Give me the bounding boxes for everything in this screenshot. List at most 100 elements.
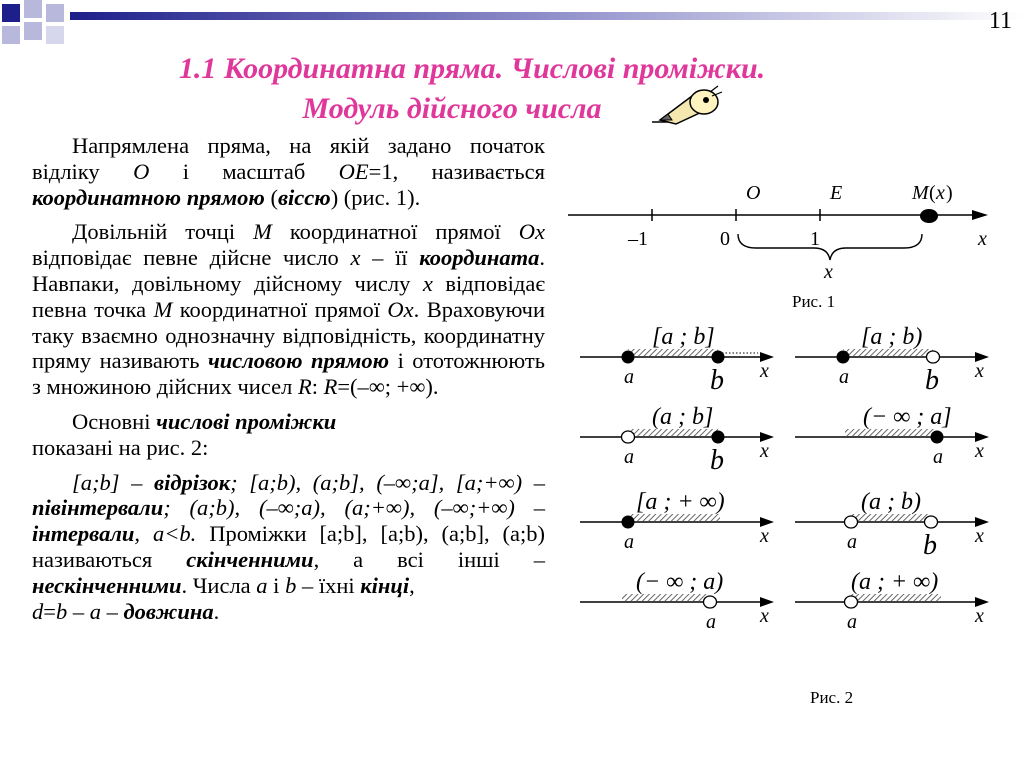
interval-1-label-b: b [710, 365, 724, 396]
text: . Навпаки, довільному дійсному числу [32, 245, 545, 296]
interval-3-hatch [628, 429, 718, 436]
text: ; [a;b), (a;b], (–∞;a], [a;+∞) – [230, 469, 545, 495]
interval-6-point-b-open [923, 515, 939, 529]
interval-7-notation: (− ∞ ; a) [636, 569, 723, 595]
text: координатної прямої [172, 296, 388, 322]
text: – [67, 598, 90, 624]
interval-3-point-a-open [620, 430, 636, 444]
interval-7-label-a: a [706, 611, 716, 633]
label-axis-x: x [977, 228, 987, 250]
interval-5-notation: [a ; + ∞) [636, 489, 725, 515]
text: R [323, 374, 338, 400]
label-m-x: x [935, 182, 945, 204]
text: = [43, 598, 56, 624]
interval-4-point-b-filled [930, 430, 944, 444]
interval-1-label-x: x [759, 360, 769, 382]
term: кінці [360, 572, 410, 598]
text: . [213, 598, 220, 624]
label-zero: 0 [720, 228, 730, 250]
pencil-mascot-icon [652, 85, 723, 125]
term: інтервали [32, 521, 135, 547]
interval-8-hatch [851, 594, 941, 601]
text: координатної прямої [271, 219, 519, 245]
text: , а всі інші – [313, 546, 545, 572]
figure-1-caption: Рис. 1 [792, 292, 836, 311]
interval-5-arrow [760, 517, 774, 527]
interval-6-label-x: x [974, 525, 984, 547]
interval-2-notation: [a ; b) [861, 324, 922, 350]
text: =1, називається [368, 158, 545, 184]
interval-7-arrow [760, 597, 774, 607]
text: b [285, 572, 297, 598]
page-title: 1.1 Координатна пряма. Числові проміжки. [178, 52, 766, 85]
interval-2-hatch [843, 349, 933, 356]
figure-2-caption: Рис. 2 [810, 688, 854, 707]
text: =(–∞; +∞). [337, 374, 439, 400]
term: координата [419, 245, 540, 271]
term: числовою прямою [207, 348, 390, 374]
figure-1-coordinate-line: O E M ( x ) –1 0 1 x x [568, 182, 988, 283]
interval-1-point-a-filled [621, 350, 635, 364]
text: Основні [72, 408, 157, 434]
interval-2-arrow [975, 352, 989, 362]
interval-4-label-a: a [933, 446, 943, 468]
label-brace-x: x [823, 261, 833, 283]
text: O [133, 158, 150, 184]
interval-4-hatch [845, 429, 937, 436]
interval-3-arrow [760, 432, 774, 442]
interval-3-label-a: a [624, 446, 634, 468]
interval-1-hatch [628, 349, 718, 356]
axis-arrow [972, 210, 988, 220]
interval-2-label-a: a [839, 366, 849, 388]
interval-7-hatch [622, 594, 710, 601]
text: показані на рис. 2: [32, 434, 209, 460]
label-e: E [829, 182, 842, 204]
term: числові проміжки [156, 408, 337, 434]
text: M [153, 296, 173, 322]
label-m: M [911, 182, 930, 204]
text: b [55, 598, 68, 624]
text: – [100, 598, 124, 624]
interval-5-label-a: a [624, 531, 634, 553]
interval-4-arrow [975, 432, 989, 442]
text: Ox [518, 219, 545, 245]
term: півінтервали [32, 495, 164, 521]
interval-2-point-a-filled [836, 350, 850, 364]
interval-6-hatch [851, 514, 931, 521]
text: ; (a;b), (–∞;a), (a;+∞), (–∞;+∞) – [163, 495, 545, 521]
paragraph-coordinate: Довільній точці M координатної прямої Ox… [32, 219, 545, 400]
body-text: Напрямлена пряма, на якій задано початок… [32, 133, 545, 633]
interval-6-label-a: a [847, 531, 857, 553]
paragraph-definition: Напрямлена пряма, на якій задано початок… [32, 133, 545, 210]
interval-2-point-b-open [925, 350, 941, 364]
text: Довільній точці [72, 219, 254, 245]
text: , a<b. [134, 521, 197, 547]
interval-6-label-b: b [923, 530, 937, 561]
interval-6-arrow [975, 517, 989, 527]
label-m-open: ( [929, 182, 936, 204]
interval-5-point-a-filled [621, 515, 635, 529]
paragraph-intervals-intro: Основні числові проміжки показані на рис… [32, 409, 545, 461]
interval-7-point-b-open [702, 595, 718, 609]
text: x [350, 245, 361, 271]
interval-8-label-a: a [847, 611, 857, 633]
label-m-close: ) [946, 182, 953, 204]
text: . Враховуючи таку взаємно однозначну від… [32, 296, 545, 374]
text: ( [264, 184, 278, 210]
text: і масштаб [149, 158, 339, 184]
interval-8-point-a-open [843, 595, 859, 609]
term: нескінченними [32, 572, 182, 598]
interval-2-label-x: x [974, 360, 984, 382]
interval-3-notation: (a ; b] [652, 404, 713, 430]
text: ) (рис. 1). [330, 184, 421, 210]
text: a [89, 598, 101, 624]
term: координатною прямою [32, 184, 265, 210]
interval-3-label-b: b [710, 445, 724, 476]
label-o: O [746, 182, 760, 204]
text: Ox [387, 296, 414, 322]
text: і [267, 572, 286, 598]
text: – її [360, 245, 420, 271]
text: і ототожнюють з множиною дійсних чисел [32, 348, 545, 400]
text: відповідає певне дійсне число [32, 245, 351, 271]
